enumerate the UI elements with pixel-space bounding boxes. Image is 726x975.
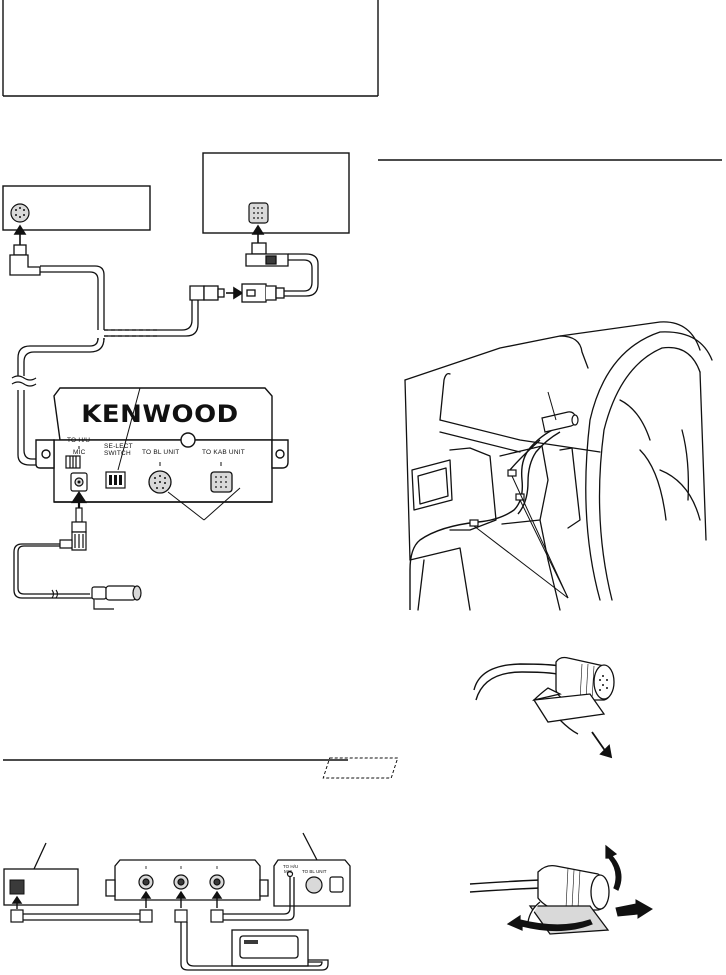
mic-jack-icon <box>70 472 88 492</box>
extension-connector <box>241 283 285 303</box>
sys-label-to-hu: TO H/U <box>283 864 299 869</box>
upper-device-box <box>202 152 350 234</box>
rotate-arrow-icon <box>506 844 622 932</box>
microphone-icon <box>91 585 142 610</box>
label-to-hu: TO H/U <box>67 437 91 444</box>
mic-head-2-icon <box>537 864 610 911</box>
label-to-bl-unit: TO BL UNIT <box>142 449 180 456</box>
head-unit-din-icon <box>10 203 30 223</box>
label-select-switch-2: SWITCH <box>104 450 131 457</box>
slide-arrow-icon <box>615 899 653 919</box>
brand-logo: KENWOOD <box>81 400 239 428</box>
upper-device-port-icon <box>248 202 269 224</box>
right-mid-plug <box>189 285 225 301</box>
mic-plug-icon <box>59 507 87 551</box>
main-cable <box>17 265 105 466</box>
select-switch-icon <box>105 471 126 489</box>
kab-unit-connector-icon <box>210 471 233 493</box>
upper-plug <box>245 242 289 267</box>
label-select-switch-1: SE-LECT <box>104 443 133 450</box>
label-to-kab-unit: TO KAB UNIT <box>202 449 245 456</box>
bl-unit-connector-icon <box>148 470 172 494</box>
mic-head-icon <box>555 656 615 701</box>
control-box-outline <box>35 387 289 503</box>
sys-label-to-bl-unit: TO BL UNIT <box>302 869 327 874</box>
mount-target-area <box>322 757 399 779</box>
head-unit-plug <box>9 244 41 276</box>
sys-label-mic: MIC <box>284 869 293 874</box>
label-mic: MIC <box>73 449 86 456</box>
arrows-up <box>13 224 265 245</box>
hu-plug <box>65 455 81 469</box>
dash-microphone-icon <box>541 411 579 433</box>
